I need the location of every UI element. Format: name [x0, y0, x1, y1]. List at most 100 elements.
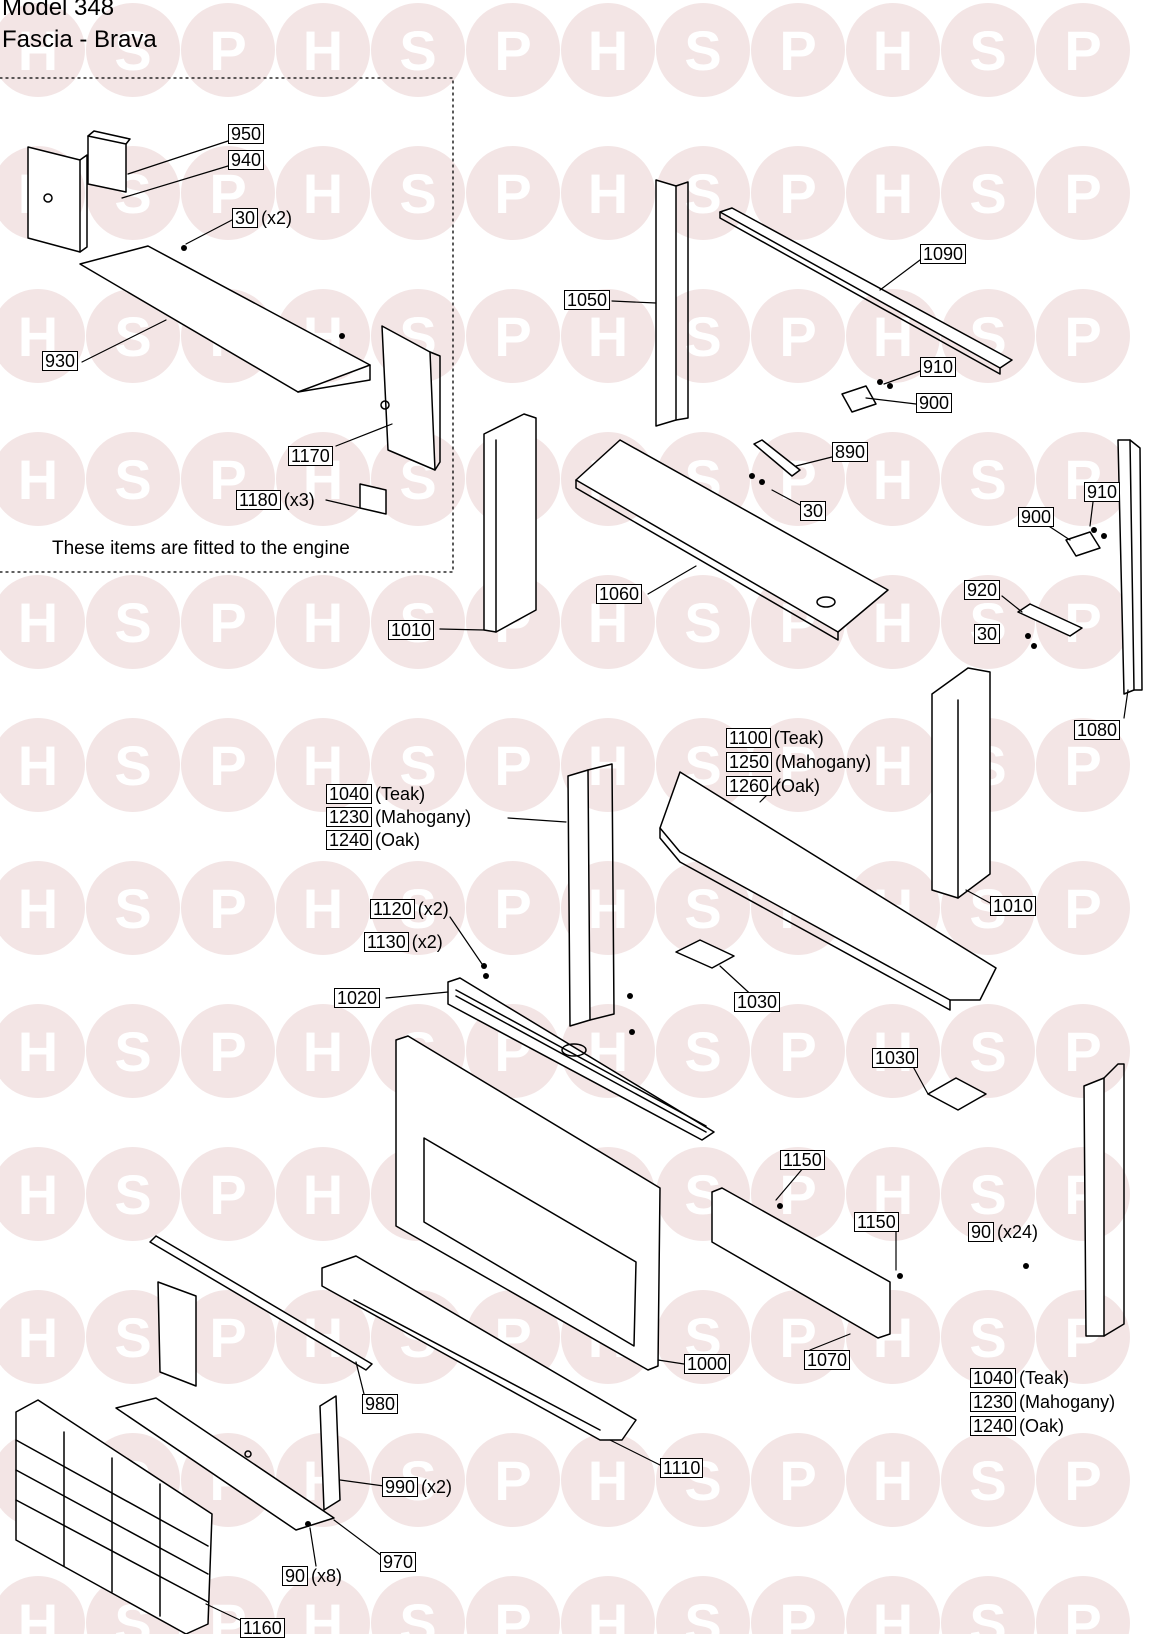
watermark-circle [276, 861, 370, 955]
part-1030-plate [675, 939, 735, 969]
callout-1030: 1030 [872, 1048, 919, 1068]
watermark-letter: S [969, 1163, 1006, 1226]
watermark-circle [181, 1004, 275, 1098]
part-qualifier: (x2) [417, 899, 449, 919]
part-number: 30 [232, 208, 259, 228]
watermark-letter: P [1064, 877, 1101, 940]
callout-30: 30 [974, 624, 1001, 644]
watermark-circle [561, 1433, 655, 1527]
part-number: 1170 [288, 446, 333, 466]
watermark-letter: H [588, 877, 628, 940]
watermark-letter: S [114, 734, 151, 797]
watermark-circle [1036, 1433, 1130, 1527]
watermark-letter: H [303, 1163, 343, 1226]
watermark-letter: H [873, 734, 913, 797]
watermark-letter: H [303, 1592, 343, 1634]
part-qualifier: (Oak) [775, 776, 821, 796]
callout-930: 930 [42, 351, 79, 371]
part-1180-clip [359, 483, 387, 515]
watermark-circle [276, 3, 370, 97]
watermark-letter: P [209, 877, 246, 940]
watermark-circle [466, 1433, 560, 1527]
watermark-circle [276, 146, 370, 240]
part-number: 1150 [854, 1212, 899, 1232]
part-number: 1010 [990, 896, 1037, 916]
part-qualifier: (Teak) [1019, 1368, 1070, 1388]
watermark-circle [941, 1004, 1035, 1098]
callout-1070: 1070 [804, 1350, 851, 1370]
watermark-letter: P [494, 19, 531, 82]
part-number: 1150 [780, 1150, 825, 1170]
watermark-circle [561, 146, 655, 240]
watermark-circle [0, 861, 85, 955]
watermark-circle [466, 289, 560, 383]
watermark-circle [941, 3, 1035, 97]
watermark-letter: P [494, 734, 531, 797]
part-number: 1250 [726, 752, 773, 772]
watermark-letter: H [588, 162, 628, 225]
part-number: 890 [832, 442, 869, 462]
part-1080-strip [1117, 439, 1143, 695]
callout-890: 890 [832, 442, 869, 462]
watermark-circle [656, 1004, 750, 1098]
part-number: 1180 [236, 490, 281, 510]
watermark-letter: H [303, 877, 343, 940]
watermark-circle [0, 575, 85, 669]
watermark-letter: P [1064, 162, 1101, 225]
part-number: 1260 [726, 776, 773, 796]
watermark-circle [846, 1576, 940, 1634]
part-number: 1000 [684, 1354, 731, 1374]
watermark-letter: S [114, 1020, 151, 1083]
watermark-letter: S [969, 1449, 1006, 1512]
watermark-circle [181, 575, 275, 669]
watermark-letter: S [969, 1592, 1006, 1634]
watermark-circle [846, 432, 940, 526]
part-number: 1090 [920, 244, 967, 264]
watermark-circle [276, 575, 370, 669]
part-qualifier: (Teak) [773, 728, 824, 748]
watermark-letter: P [779, 19, 816, 82]
watermark-circle [371, 1576, 465, 1634]
watermark-circle [86, 1004, 180, 1098]
watermark-letter: H [303, 162, 343, 225]
part-number: 30 [974, 624, 1001, 644]
part-number: 1010 [388, 620, 435, 640]
part-1030-plate-right [927, 1077, 987, 1111]
watermark-letter: P [779, 734, 816, 797]
watermark-circle [0, 1576, 85, 1634]
callout-950: 950 [228, 124, 265, 144]
part-1010-panel-lower [931, 667, 991, 899]
callout-1030: 1030 [734, 992, 781, 1012]
watermark-circle [0, 1147, 85, 1241]
watermark-letter: S [684, 591, 721, 654]
part-900-bracket [841, 385, 877, 413]
watermark-letter: H [18, 19, 58, 82]
callout-1050: 1050 [564, 290, 611, 310]
watermark-letter: P [779, 305, 816, 368]
part-number: 1030 [734, 992, 781, 1012]
watermark-circle [86, 575, 180, 669]
watermark-letter: S [399, 734, 436, 797]
part-1110-base [321, 1255, 637, 1441]
watermark-circle [846, 1433, 940, 1527]
part-qualifier: (x2) [411, 932, 443, 952]
watermark-circle [1036, 1576, 1130, 1634]
watermark-letter: P [494, 1449, 531, 1512]
callout-1110: 1110 [660, 1458, 704, 1478]
watermark-circle [276, 1576, 370, 1634]
watermark-letter: S [684, 305, 721, 368]
callout-1040: 1040(Teak) [970, 1368, 1069, 1388]
watermark-letter: H [18, 1592, 58, 1634]
part-1040-pillar [567, 763, 615, 1027]
callout-1060: 1060 [596, 584, 643, 604]
part-number: 1110 [660, 1458, 704, 1478]
part-930-shelf [79, 245, 371, 393]
watermark-letter: S [114, 19, 151, 82]
watermark-letter: S [114, 877, 151, 940]
watermark-letter: P [779, 1020, 816, 1083]
callout-1080: 1080 [1074, 720, 1121, 740]
callout-1040: 1040(Teak) [326, 784, 425, 804]
part-number: 1080 [1074, 720, 1121, 740]
part-1090-rail [719, 207, 1013, 375]
watermark-letter: P [209, 734, 246, 797]
